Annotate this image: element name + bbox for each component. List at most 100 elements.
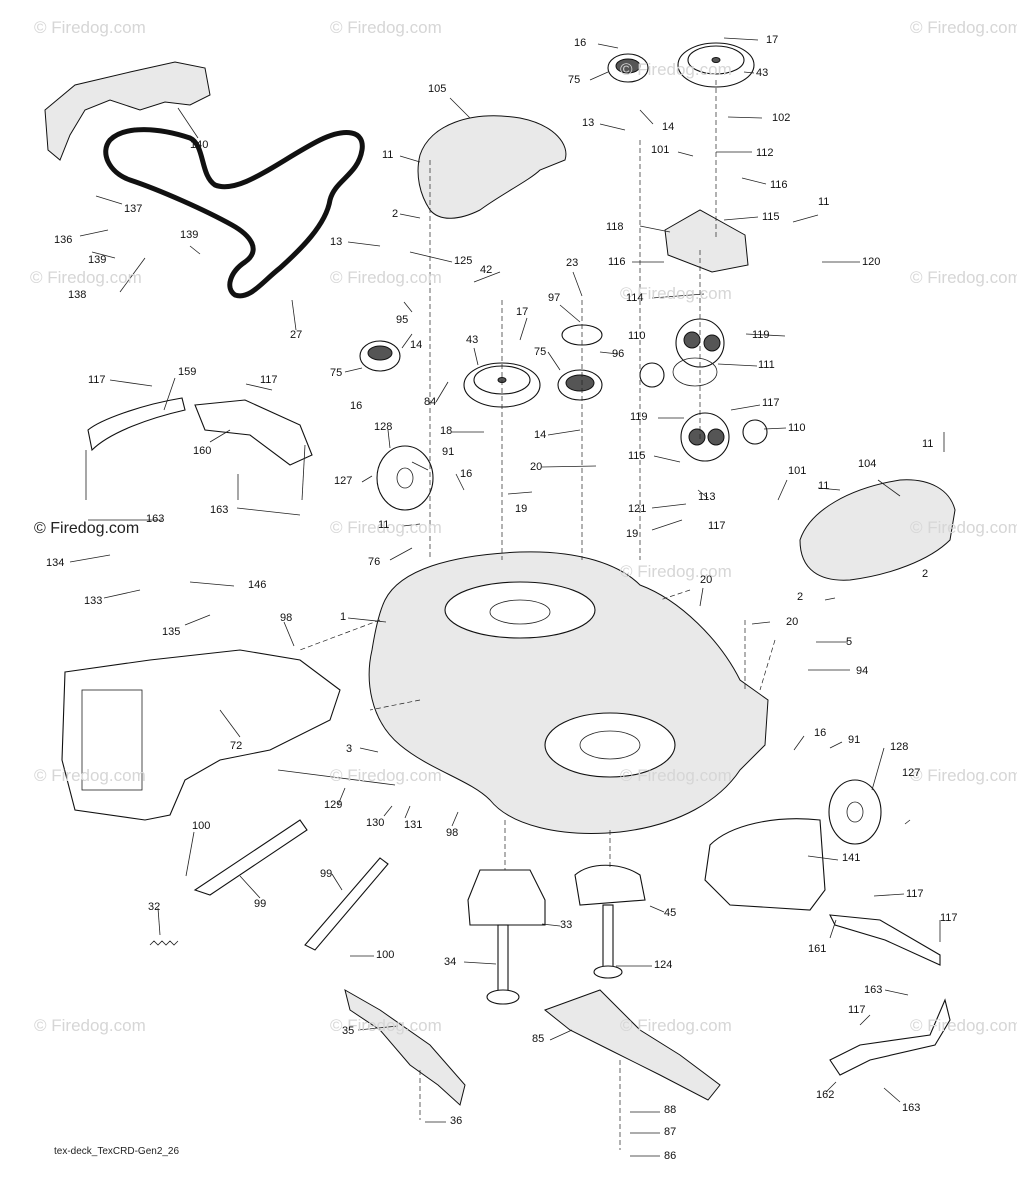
watermark: © Firedog.com xyxy=(330,268,442,287)
diagram-reference-code: tex-deck_TexCRD-Gen2_26 xyxy=(54,1146,180,1157)
part-callout: 140 xyxy=(190,139,209,151)
blade-85 xyxy=(543,989,721,1101)
part-callout: 20 xyxy=(700,574,713,586)
part-callout: 43 xyxy=(466,334,479,346)
rod-129 xyxy=(277,769,396,786)
part-callout: 101 xyxy=(651,144,670,156)
guard-141 xyxy=(704,818,826,911)
gear-110-top xyxy=(639,362,665,388)
part-callout: 75 xyxy=(534,346,547,358)
watermark: © Firedog.com xyxy=(620,284,732,303)
part-callout: 112 xyxy=(756,147,774,159)
part-callout: 119 xyxy=(752,329,770,341)
part-callout: 86 xyxy=(664,1150,677,1162)
part-callout: 95 xyxy=(396,314,409,326)
watermark: © Firedog.com xyxy=(330,518,442,537)
watermark: © Firedog.com xyxy=(34,18,146,37)
watermark: © Firedog.com xyxy=(620,60,732,79)
part-callout: 120 xyxy=(862,256,881,268)
part-callout: 129 xyxy=(324,799,343,811)
part-callout: 36 xyxy=(450,1115,463,1127)
part-callout: 121 xyxy=(628,503,647,515)
part-callout: 113 xyxy=(698,491,716,503)
part-callout: 19 xyxy=(515,503,528,515)
part-callout: 16 xyxy=(460,468,473,480)
lift-arm-99-center xyxy=(304,857,389,951)
watermark: © Firedog.com xyxy=(910,18,1017,37)
part-callout: 110 xyxy=(628,330,646,342)
lift-arm-99-left xyxy=(193,819,308,896)
mounting-plate xyxy=(664,209,749,273)
part-callout: 43 xyxy=(756,67,769,79)
part-callout: 128 xyxy=(890,741,909,753)
part-callout: 96 xyxy=(612,348,625,360)
part-callout: 99 xyxy=(254,898,267,910)
part-callout: 162 xyxy=(816,1089,835,1101)
part-callout: 13 xyxy=(330,236,343,248)
part-callout: 2 xyxy=(392,208,399,220)
part-callout: 139 xyxy=(180,229,199,241)
part-callout: 160 xyxy=(193,445,212,457)
part-callout: 117 xyxy=(762,397,780,409)
part-callout: 19 xyxy=(626,528,639,540)
part-callout: 124 xyxy=(654,959,673,971)
part-callout: 17 xyxy=(516,306,529,318)
part-callout: 139 xyxy=(88,254,107,266)
part-callout: 117 xyxy=(88,374,106,386)
part-callout: 2 xyxy=(922,568,929,580)
bracket-159 xyxy=(87,397,186,452)
part-callout: 1 xyxy=(340,611,347,623)
part-callout: 100 xyxy=(376,949,395,961)
part-callout: 163 xyxy=(210,504,229,516)
part-callout: 159 xyxy=(178,366,197,378)
part-callout: 163 xyxy=(902,1102,921,1114)
part-callout: 99 xyxy=(320,868,333,880)
part-callout: 161 xyxy=(808,943,827,955)
part-callout: 87 xyxy=(664,1126,677,1138)
part-callout: 75 xyxy=(330,367,343,379)
gauge-wheel-128-left xyxy=(376,445,434,511)
part-callout: 11 xyxy=(378,519,390,531)
part-callout: 34 xyxy=(444,956,457,968)
part-callout: 117 xyxy=(708,520,726,532)
part-callout: 3 xyxy=(346,743,353,755)
part-callout: 72 xyxy=(230,740,243,752)
blade-35 xyxy=(344,988,466,1106)
part-callout: 136 xyxy=(54,234,73,246)
spindle-shaft-34 xyxy=(497,924,509,996)
watermark: © Firedog.com xyxy=(620,1016,732,1035)
part-callout: 163 xyxy=(864,984,883,996)
part-callout: 94 xyxy=(856,665,869,677)
watermark: © Firedog.com xyxy=(910,518,1017,537)
part-callout: 84 xyxy=(424,396,437,408)
watermark: © Firedog.com xyxy=(910,1016,1017,1035)
part-callout: 130 xyxy=(366,817,385,829)
part-callout: 163 xyxy=(146,513,165,525)
part-callout: 42 xyxy=(480,264,493,276)
bracket-160 xyxy=(194,399,313,466)
discharge-chute xyxy=(61,649,341,821)
part-callout: 14 xyxy=(534,429,547,441)
bracket-161 xyxy=(829,914,941,966)
part-callout: 11 xyxy=(818,480,830,492)
part-callout: 100 xyxy=(192,820,211,832)
part-callout: 117 xyxy=(906,888,924,900)
part-callout: 5 xyxy=(846,636,853,648)
part-callout: 85 xyxy=(532,1033,545,1045)
part-callout: 16 xyxy=(574,37,587,49)
part-callout: 11 xyxy=(382,149,394,161)
part-callout: 134 xyxy=(46,557,65,569)
part-callout: 141 xyxy=(842,852,861,864)
part-callout: 98 xyxy=(280,612,293,624)
part-callout: 125 xyxy=(454,255,473,267)
part-callout: 14 xyxy=(410,339,423,351)
part-callout: 115 xyxy=(762,211,780,223)
watermark: © Firedog.com xyxy=(620,766,732,785)
part-callout: 75 xyxy=(568,74,581,86)
leader-lines xyxy=(69,37,945,1157)
gear-110-bottom xyxy=(742,419,768,445)
part-callout: 14 xyxy=(662,121,675,133)
part-callout: 127 xyxy=(902,767,921,779)
